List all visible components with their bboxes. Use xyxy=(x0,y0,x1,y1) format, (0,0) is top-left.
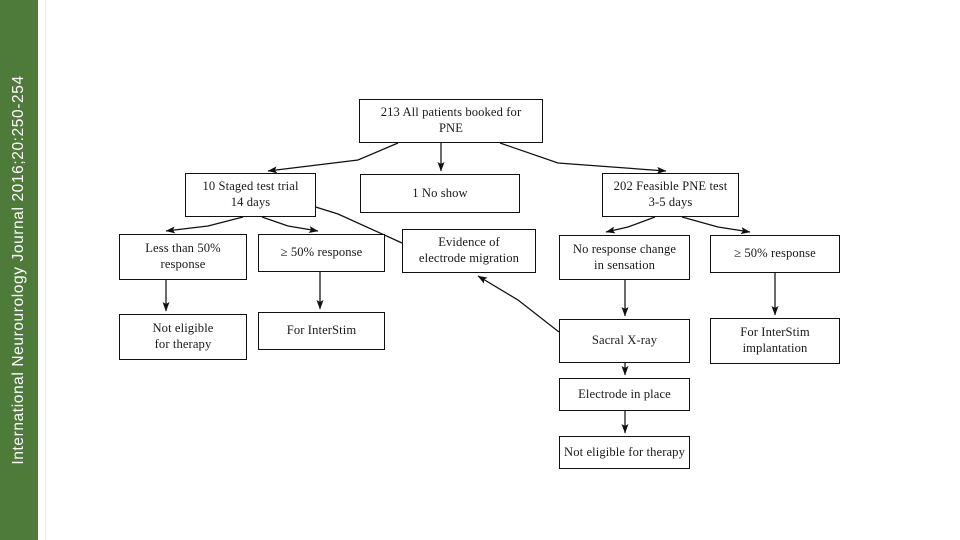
node-line-1: ≥ 50% response xyxy=(280,245,363,260)
node-staged-test-trial: 10 Staged test trial 14 days xyxy=(185,173,316,217)
node-line-2: 3-5 days xyxy=(648,195,693,209)
node-line-1: No response change xyxy=(572,241,677,256)
node-no-show: 1 No show xyxy=(360,174,520,213)
node-line-1: 1 No show xyxy=(412,185,468,200)
node-sacral-xray: Sacral X-ray xyxy=(559,319,690,363)
node-line-1: Not eligible for therapy xyxy=(564,444,685,459)
node-line-1: Sacral X-ray xyxy=(591,333,658,348)
node-less-than-50-response: Less than 50% response xyxy=(119,234,247,280)
node-line-1: Electrode in place xyxy=(578,386,671,401)
node-for-interstim: For InterStim xyxy=(258,312,385,350)
node-line-2: electrode migration xyxy=(418,251,520,265)
flowchart-figure: 213 All patients booked for PNE 10 Stage… xyxy=(38,0,960,540)
node-ge-50-response-staged: ≥ 50% response xyxy=(258,234,385,272)
node-line-2: PNE xyxy=(438,121,464,135)
journal-citation-label: International Neurourology Journal 2016;… xyxy=(10,75,27,465)
node-for-interstim-implantation: For InterStim implantation xyxy=(710,318,840,364)
node-line-1: For InterStim xyxy=(286,323,357,338)
node-feasible-pne-test: 202 Feasible PNE test 3-5 days xyxy=(602,173,739,217)
node-line-1: Not eligible xyxy=(152,321,214,336)
journal-sidebar: International Neurourology Journal 2016;… xyxy=(0,0,38,540)
node-evidence-electrode-migration: Evidence of electrode migration xyxy=(402,229,536,273)
node-line-2: in sensation xyxy=(593,257,655,272)
node-line-1: 10 Staged test trial xyxy=(202,179,299,194)
node-all-patients-booked: 213 All patients booked for PNE xyxy=(359,99,543,143)
node-line-1: 213 All patients booked for xyxy=(380,105,522,120)
node-line-2: for therapy xyxy=(154,337,212,351)
page-margin-rule xyxy=(45,0,46,540)
node-line-1: Less than 50% xyxy=(145,241,221,256)
node-line-2: 14 days xyxy=(230,195,271,209)
node-no-response-change: No response change in sensation xyxy=(559,235,690,280)
node-line-1: 202 Feasible PNE test xyxy=(613,179,728,194)
node-line-1: For InterStim xyxy=(740,325,810,340)
node-line-2: response xyxy=(160,257,206,271)
node-not-eligible-therapy-left: Not eligible for therapy xyxy=(119,314,247,360)
node-line-2: implantation xyxy=(742,341,808,355)
node-line-1: Evidence of xyxy=(438,235,500,250)
node-not-eligible-therapy-right: Not eligible for therapy xyxy=(559,436,690,469)
node-ge-50-response-pne: ≥ 50% response xyxy=(710,235,840,273)
node-electrode-in-place: Electrode in place xyxy=(559,378,690,411)
node-line-1: ≥ 50% response xyxy=(734,246,816,261)
